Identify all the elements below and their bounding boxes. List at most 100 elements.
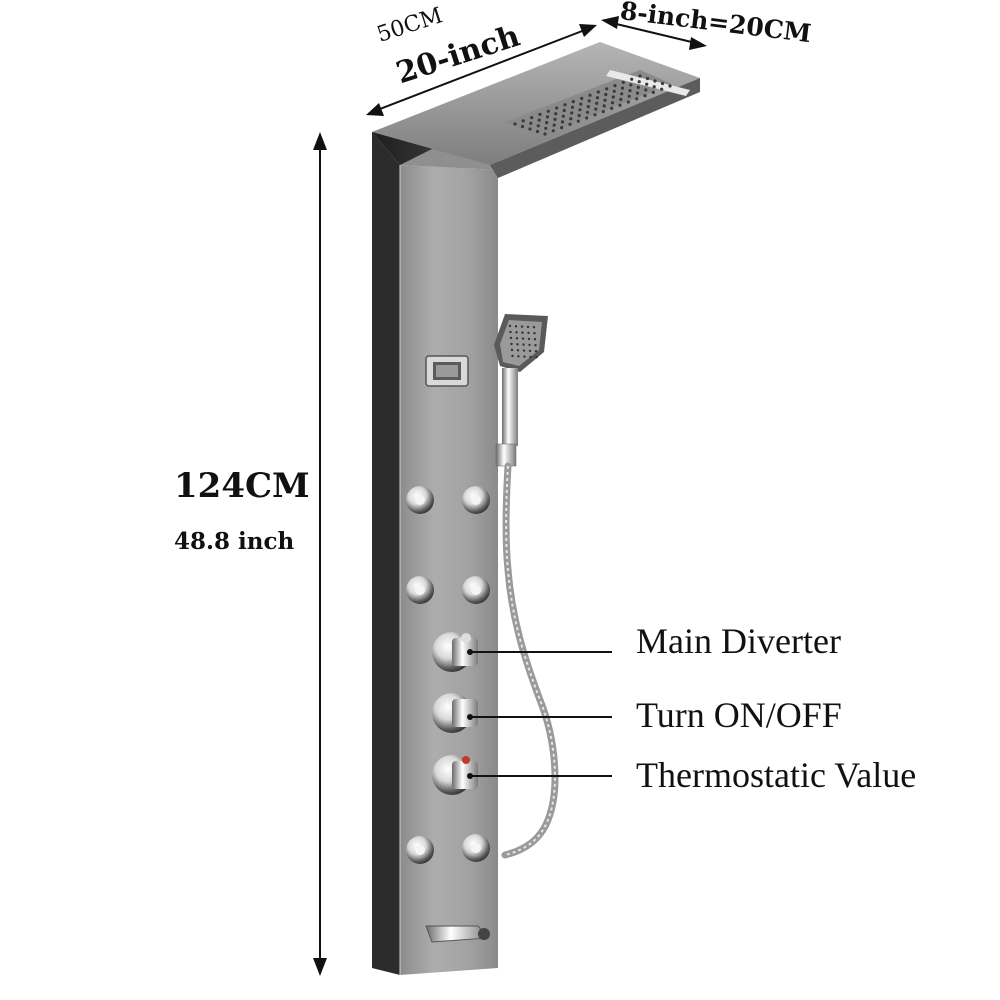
nozzle-dot — [595, 101, 599, 105]
nozzle-dot — [660, 87, 664, 91]
nozzle-dot — [569, 117, 573, 121]
nozzle-dot — [626, 100, 630, 104]
nozzle-dot — [595, 96, 600, 100]
hand-nozzle-dot — [523, 355, 526, 358]
nozzle-dot — [611, 95, 615, 99]
nozzle-dot — [537, 118, 541, 122]
hand-nozzle-dot — [516, 349, 520, 352]
hand-nozzle-dot — [527, 337, 531, 341]
nozzle-dot — [520, 124, 525, 129]
shower-head-nozzle-field — [505, 70, 672, 136]
nozzle-dot — [585, 116, 589, 120]
body-jet — [462, 486, 490, 514]
nozzle-dot — [570, 111, 574, 115]
nozzle-dot — [568, 122, 572, 126]
nozzle-dot — [652, 85, 656, 89]
hand-nozzle-dot — [515, 331, 518, 334]
nozzle-dot — [560, 120, 565, 124]
nozzle-dot — [561, 114, 565, 118]
hand-nozzle-dot — [510, 348, 514, 352]
hand-shower-handle — [502, 368, 518, 446]
hand-nozzle-dot — [517, 355, 520, 358]
nozzle-dot — [529, 121, 533, 125]
nozzle-dot — [551, 129, 555, 133]
hand-nozzle-dot — [514, 325, 518, 328]
body-jet — [406, 576, 434, 604]
nozzle-dot — [580, 96, 584, 100]
nozzle-dot — [578, 108, 582, 112]
tub-spout — [425, 925, 490, 943]
nozzle-dot — [602, 104, 606, 108]
nozzle-dot — [668, 84, 672, 88]
nozzle-dot — [536, 124, 540, 128]
nozzle-dot — [627, 94, 631, 98]
nozzle-dot — [601, 110, 605, 114]
nozzle-dot — [528, 127, 532, 131]
hand-nozzle-dot — [516, 343, 519, 346]
nozzle-dot — [587, 99, 591, 103]
nozzle-dot — [620, 86, 625, 90]
height-dimension-arrow — [313, 132, 327, 976]
nozzle-dot — [643, 94, 647, 98]
nozzle-dot — [620, 92, 624, 96]
nozzle-dot — [660, 81, 665, 86]
nozzle-dot — [604, 92, 608, 97]
nozzle-dot — [628, 89, 632, 93]
nozzle-dot — [596, 90, 600, 94]
nozzle-dot — [605, 87, 609, 91]
nozzle-dot — [593, 113, 597, 117]
nozzle-dot — [637, 80, 641, 84]
height-inch-label: 48.8 inch — [174, 528, 295, 555]
nozzle-dot — [635, 97, 639, 101]
shower-hose-shine — [504, 465, 556, 856]
nozzle-dot — [560, 126, 564, 130]
hand-shower-holder — [495, 443, 517, 467]
nozzle-dot — [521, 119, 525, 123]
main-diverter-label: Main Diverter — [636, 621, 841, 661]
body-jets — [406, 486, 490, 864]
hand-nozzle-dot — [533, 338, 537, 341]
depth-dimension-arrow — [601, 16, 707, 50]
nozzle-dot — [651, 90, 655, 94]
temperature-display — [425, 355, 469, 387]
nozzle-dot — [613, 84, 617, 88]
hand-shower — [494, 314, 548, 467]
nozzle-dot — [570, 105, 575, 109]
nozzle-dot — [577, 113, 581, 118]
hand-nozzle-dot — [521, 337, 525, 340]
hand-nozzle-dot — [522, 343, 525, 346]
nozzle-dot — [588, 93, 592, 97]
height-cm-label: 124CM — [174, 466, 310, 506]
nozzle-dot — [603, 98, 607, 102]
nozzle-dot — [610, 101, 615, 105]
nozzle-dot — [618, 103, 622, 107]
nozzle-dot — [545, 115, 550, 119]
hand-nozzle-dot — [529, 355, 532, 359]
hand-nozzle-dot — [508, 324, 512, 328]
nozzle-dot — [636, 85, 640, 89]
waterfall-slot — [606, 70, 690, 96]
nozzle-dots — [513, 74, 672, 136]
nozzle-dot — [513, 122, 517, 126]
hand-nozzle-dot — [534, 344, 537, 347]
hand-nozzle-dot — [520, 325, 524, 328]
nozzle-dot — [543, 132, 547, 136]
nozzle-dot — [644, 88, 648, 92]
hand-nozzle-dot — [526, 325, 530, 329]
turn-on-off-label: Turn ON/OFF — [636, 695, 842, 735]
nozzle-dot — [576, 119, 580, 123]
body-jet — [406, 486, 434, 514]
hand-nozzle-dot — [528, 343, 531, 347]
hand-nozzle-dot — [509, 330, 512, 334]
hand-nozzle-dot — [511, 354, 514, 358]
nozzle-dot — [594, 107, 598, 111]
nozzle-dot — [563, 103, 567, 107]
thermostatic-label: Thermostatic Value — [636, 755, 917, 795]
nozzle-dot — [571, 100, 575, 104]
hand-nozzle-dot — [522, 349, 526, 352]
nozzle-dot — [635, 91, 640, 95]
hand-nozzle-dot — [528, 349, 532, 353]
nozzle-dot — [586, 105, 590, 109]
nozzle-dot — [645, 76, 650, 81]
